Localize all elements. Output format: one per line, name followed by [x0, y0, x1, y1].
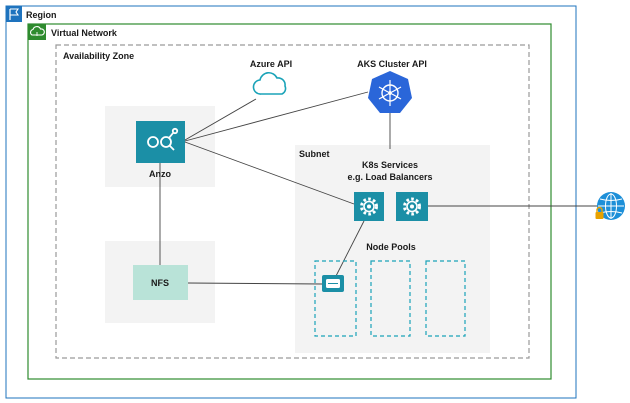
kubernetes-icon — [368, 71, 412, 113]
line-anzo-aks-api — [184, 91, 369, 142]
disk-icon — [322, 275, 344, 292]
k8s-services-group: K8s Services e.g. Load Balancers — [347, 160, 433, 221]
node-pools-group: Node Pools — [314, 242, 466, 337]
node-pool-1 — [314, 260, 357, 337]
availability-zone-label: Availability Zone — [63, 51, 134, 61]
gear-icon — [403, 197, 421, 216]
subnet-panel — [295, 145, 490, 353]
gear-icon — [360, 197, 378, 216]
nfs-box — [133, 265, 188, 300]
aks-cluster-api-label: AKS Cluster API — [357, 59, 427, 69]
line-nfs-disk — [187, 282, 323, 285]
flag-icon — [6, 6, 22, 22]
availability-zone-boundary — [55, 44, 530, 359]
k8s-services-label-line1: K8s Services — [362, 160, 418, 170]
azure-api-node: Azure API — [250, 59, 292, 95]
line-anzo-azure-api — [184, 98, 257, 141]
cloud-network-icon — [28, 24, 46, 40]
anzo-graph-icon — [147, 127, 179, 151]
nfs-label: NFS — [151, 278, 169, 288]
virtual-network-label: Virtual Network — [51, 28, 118, 38]
k8s-service-2 — [396, 192, 428, 221]
anzo-node: Anzo — [136, 121, 185, 179]
aks-cluster-api-node: AKS Cluster API — [357, 59, 427, 113]
cloud-icon — [252, 72, 287, 95]
node-pools-label: Node Pools — [366, 242, 416, 252]
nfs-node: NFS — [133, 265, 188, 300]
region-boundary — [5, 5, 577, 399]
node-pool-3 — [425, 260, 466, 337]
globe-lock-icon — [595, 192, 625, 220]
region-group: Region — [5, 5, 577, 399]
anzo-label: Anzo — [149, 169, 171, 179]
subnet-label: Subnet — [299, 149, 330, 159]
node-pool-2 — [370, 260, 411, 337]
virtual-network-boundary — [27, 23, 552, 380]
availability-zone-group: Availability Zone — [55, 44, 530, 359]
k8s-services-label-line2: e.g. Load Balancers — [347, 172, 432, 182]
virtual-network-group: Virtual Network — [27, 23, 552, 380]
region-label: Region — [26, 10, 57, 20]
line-anzo-k8s-service — [184, 141, 355, 205]
connections — [159, 91, 598, 285]
k8s-service-1 — [354, 192, 384, 221]
line-k8s-service-disk — [335, 220, 365, 277]
azure-api-label: Azure API — [250, 59, 292, 69]
lock-icon — [595, 206, 604, 219]
